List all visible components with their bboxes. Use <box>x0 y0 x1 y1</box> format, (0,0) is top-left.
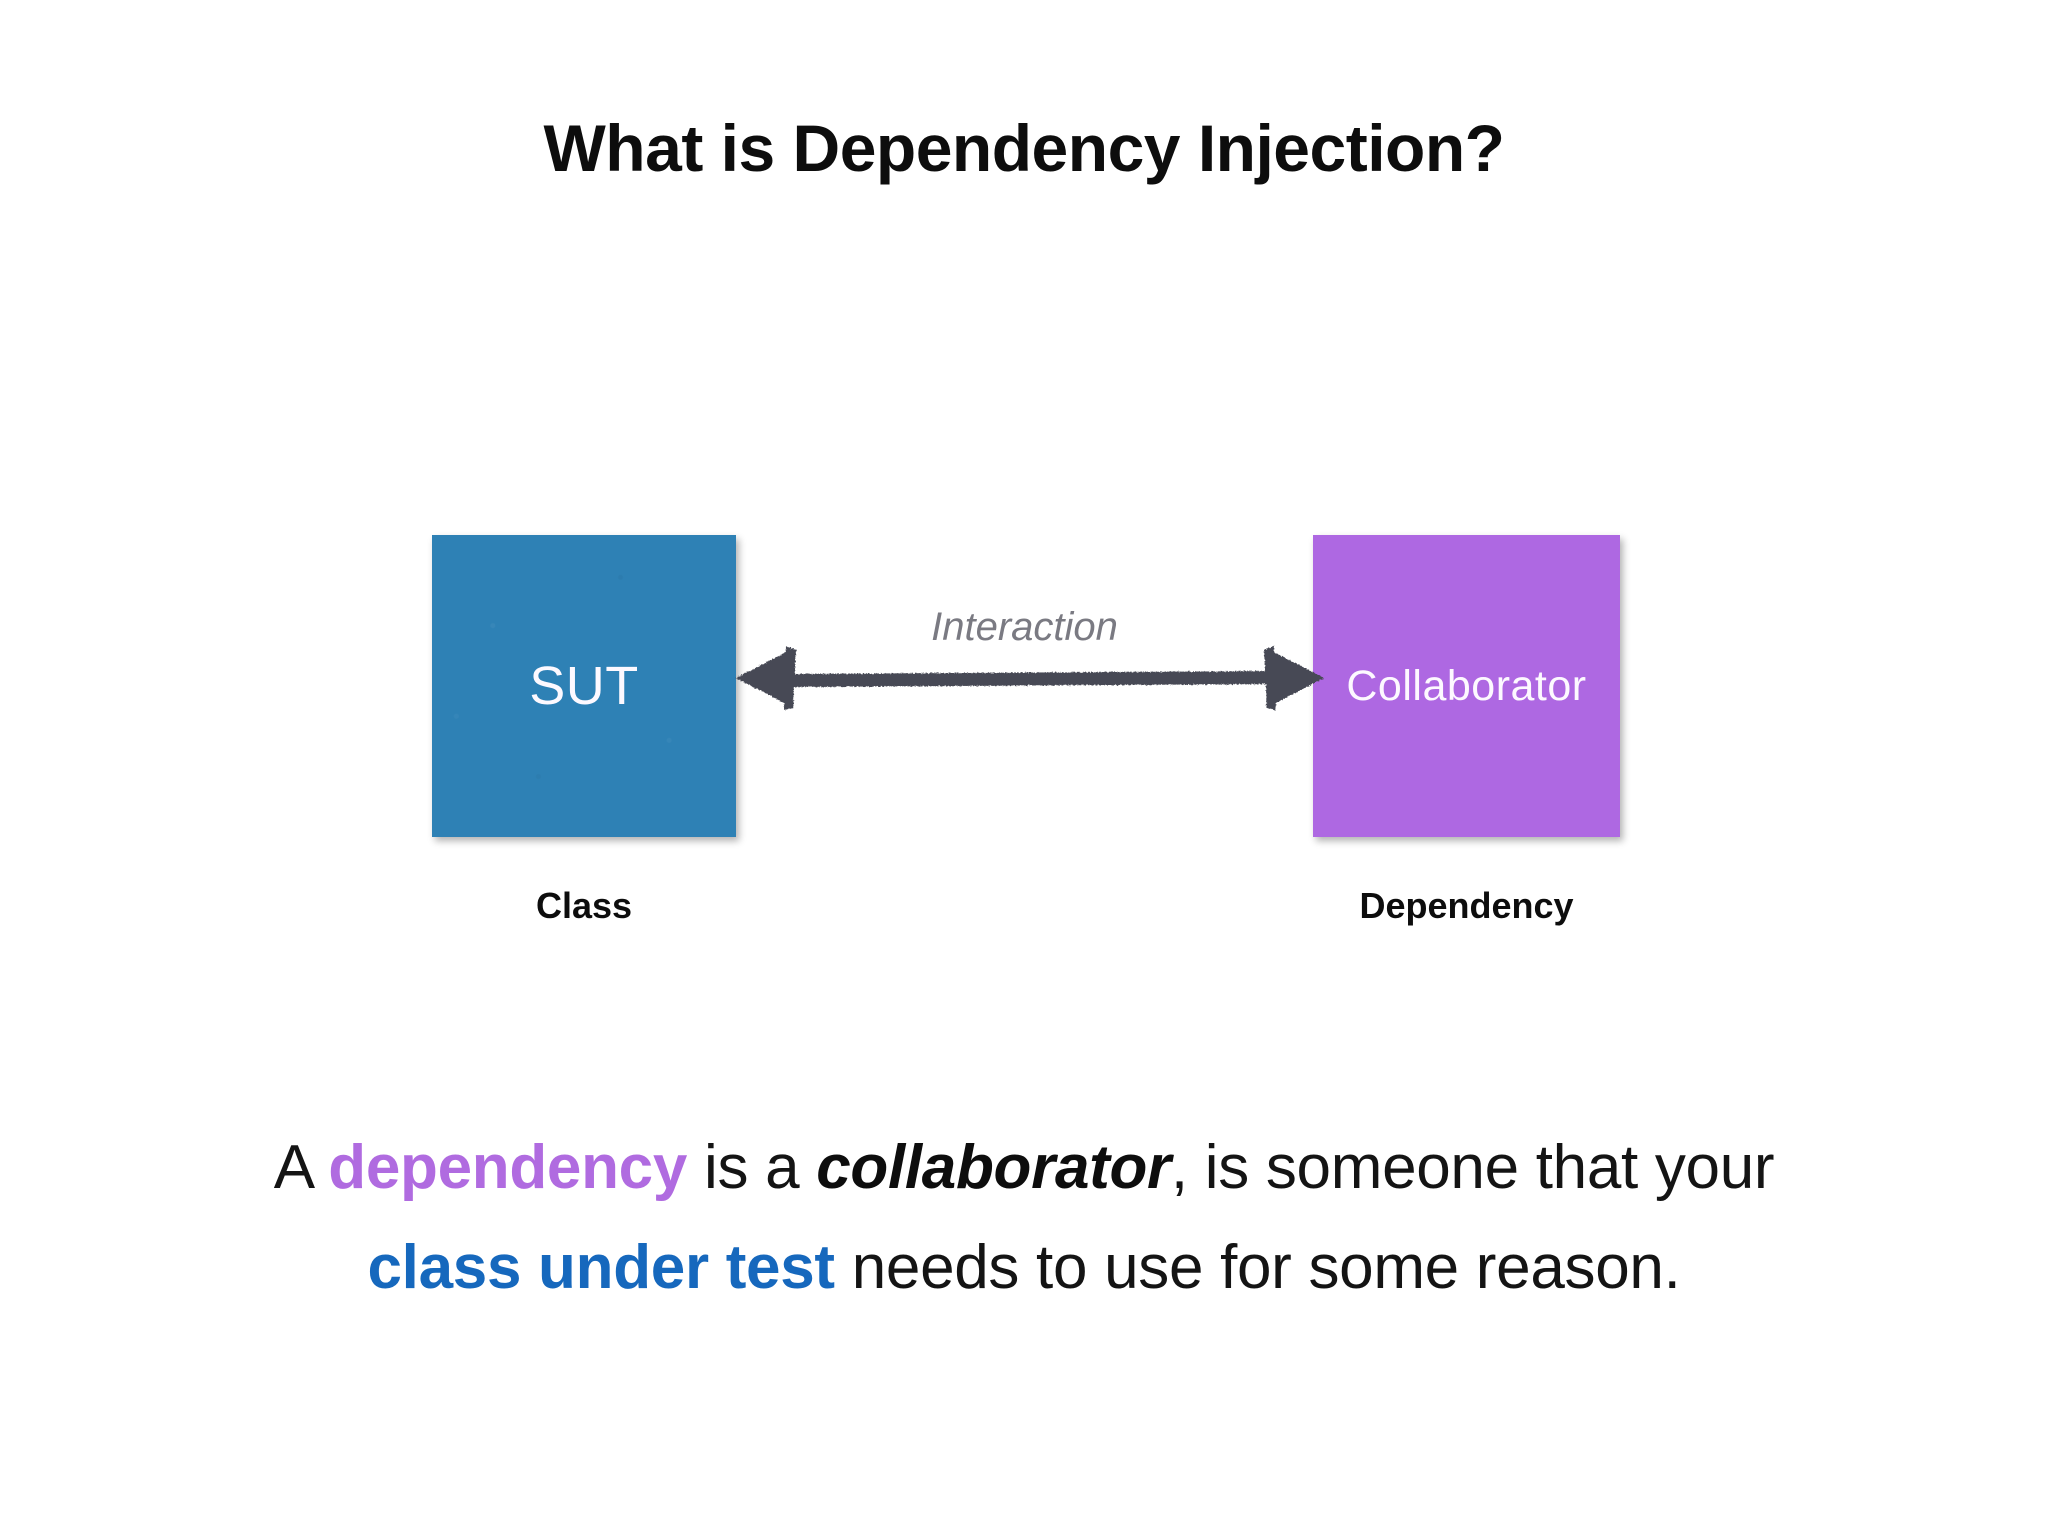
caption-emphasis-class-under-test: class under test <box>367 1233 835 1303</box>
diagram-node-sut[interactable]: SUT <box>432 535 736 837</box>
caption-l2-part2: needs to use for some reason. <box>834 1233 1681 1303</box>
diagram-node-sut-label: SUT <box>529 656 639 716</box>
caption-l1-part2: is a <box>687 1133 817 1202</box>
caption-emphasis-collaborator: collaborator <box>816 1133 1171 1202</box>
diagram-node-sut-caption: Class <box>535 885 633 926</box>
dependency-injection-diagram: SUT Class Collaborator Dependency Intera… <box>432 535 1620 926</box>
caption-l1-part3: , is someone that your <box>1170 1133 1775 1202</box>
diagram-node-collaborator[interactable]: Collaborator <box>1313 535 1620 837</box>
diagram-node-collaborator-caption: Dependency <box>1359 885 1574 926</box>
page-title: What is Dependency Injection? <box>543 111 1505 185</box>
caption-line-1: A dependency is a collaborator, is someo… <box>0 1118 2048 1218</box>
caption-emphasis-dependency: dependency <box>328 1133 688 1202</box>
caption-line-2: class under test needs to use for some r… <box>0 1218 2048 1318</box>
diagram-node-collaborator-label: Collaborator <box>1346 661 1587 710</box>
caption-l1-part1: A <box>273 1133 329 1202</box>
caption-text: A dependency is a collaborator, is someo… <box>0 1118 2048 1319</box>
connector-label-interaction: Interaction <box>931 605 1118 649</box>
double-headed-arrow-icon <box>736 646 1324 710</box>
